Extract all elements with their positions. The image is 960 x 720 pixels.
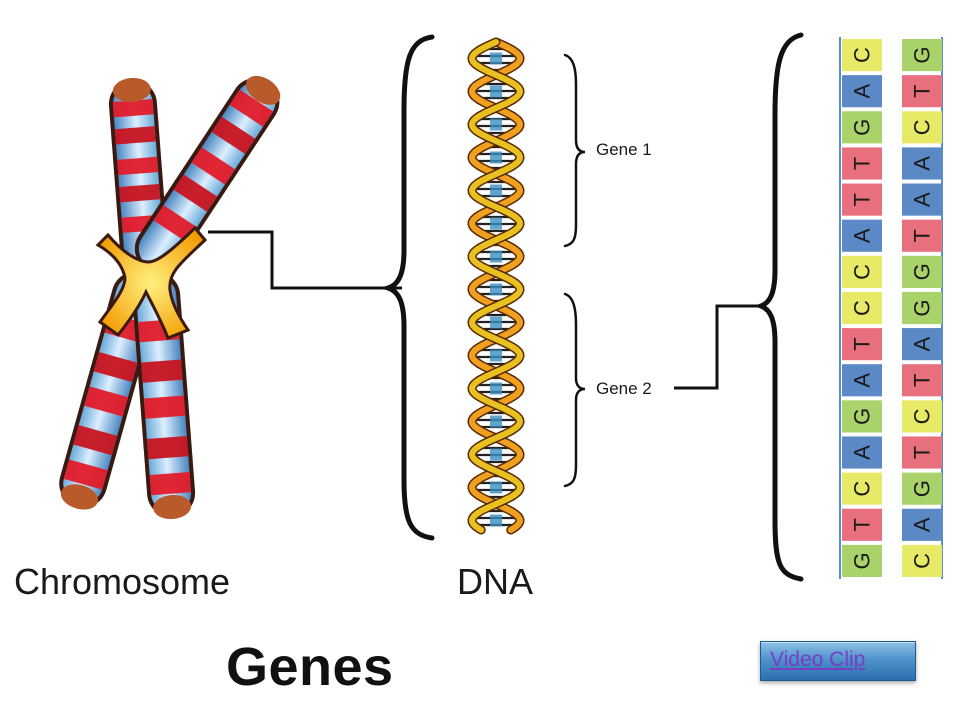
dna-strand-2 bbox=[468, 39, 524, 533]
base-right-5: A bbox=[902, 183, 942, 216]
base-right-6: T bbox=[902, 219, 942, 252]
base-left-1: C bbox=[842, 39, 882, 72]
base-right-14: A bbox=[902, 508, 942, 541]
chromosome-arm-upper-right bbox=[134, 75, 281, 273]
base-right-letter: T bbox=[910, 229, 935, 242]
dna-helix bbox=[467, 37, 525, 535]
base-right-letter: G bbox=[910, 47, 935, 64]
base-right-7: G bbox=[902, 255, 942, 288]
gene2-brace bbox=[563, 292, 586, 488]
chromosome-label: Chromosome bbox=[14, 561, 231, 602]
base-right-letter: C bbox=[910, 119, 935, 135]
base-left-8: C bbox=[842, 291, 882, 325]
base-right-2: T bbox=[902, 75, 942, 108]
base-right-letter: G bbox=[910, 480, 935, 497]
base-right-12: T bbox=[902, 436, 942, 469]
base-right-15: C bbox=[902, 544, 942, 577]
base-right-letter: A bbox=[910, 156, 935, 171]
centromere bbox=[95, 225, 208, 340]
base-left-13: C bbox=[842, 472, 882, 505]
base-left-letter: C bbox=[850, 264, 875, 280]
chromosome-illustration bbox=[59, 75, 281, 520]
base-right-letter: A bbox=[910, 192, 935, 207]
base-right-13: G bbox=[902, 472, 942, 505]
page-title: Genes bbox=[226, 637, 394, 697]
base-left-letter: C bbox=[850, 300, 875, 316]
base-left-letter: T bbox=[850, 157, 875, 170]
dna-brace bbox=[379, 34, 435, 541]
base-right-11: C bbox=[902, 400, 942, 433]
base-right-letter: C bbox=[910, 553, 935, 569]
base-left-14: T bbox=[842, 508, 882, 541]
base-left-4: T bbox=[842, 147, 882, 180]
base-left-5: T bbox=[842, 183, 882, 216]
base-left-12: A bbox=[842, 436, 882, 469]
base-right-8: G bbox=[902, 291, 942, 325]
base-left-letter: C bbox=[850, 47, 875, 63]
base-right-letter: T bbox=[910, 446, 935, 459]
base-sequence: C G A T G C T A T A A T C G C G T A A T G C A T C G T A G C bbox=[839, 37, 943, 579]
base-right-letter: G bbox=[910, 263, 935, 280]
base-left-letter: A bbox=[850, 84, 875, 99]
base-right-letter: T bbox=[910, 374, 935, 387]
base-left-3: G bbox=[842, 111, 882, 144]
dna-label: DNA bbox=[457, 561, 534, 602]
base-left-letter: T bbox=[850, 518, 875, 531]
gene1-brace bbox=[563, 53, 586, 248]
base-left-letter: A bbox=[850, 228, 875, 243]
base-left-letter: G bbox=[850, 408, 875, 425]
base-right-4: A bbox=[902, 147, 942, 180]
base-right-letter: T bbox=[910, 84, 935, 97]
base-right-letter: A bbox=[910, 517, 935, 532]
base-left-letter: A bbox=[850, 445, 875, 460]
base-left-letter: A bbox=[850, 373, 875, 388]
video-clip-button[interactable]: Video Clip bbox=[760, 641, 916, 681]
base-right-1: G bbox=[902, 39, 942, 72]
base-left-letter: T bbox=[850, 337, 875, 350]
dna-strand-1 bbox=[468, 39, 524, 533]
gene2-label: Gene 2 bbox=[596, 379, 652, 398]
base-left-10: A bbox=[842, 364, 882, 397]
base-right-3: C bbox=[902, 111, 942, 144]
base-right-10: T bbox=[902, 364, 942, 397]
base-right-letter: C bbox=[910, 408, 935, 424]
sequence-brace bbox=[753, 32, 804, 582]
gene2-sequence-connector bbox=[674, 304, 765, 390]
base-left-7: C bbox=[842, 255, 882, 288]
base-right-9: A bbox=[902, 328, 942, 361]
base-left-15: G bbox=[842, 544, 882, 577]
gene1-label: Gene 1 bbox=[596, 140, 652, 159]
base-left-letter: G bbox=[850, 552, 875, 569]
base-left-letter: G bbox=[850, 119, 875, 136]
base-left-9: T bbox=[842, 328, 882, 361]
base-left-6: A bbox=[842, 219, 882, 252]
base-left-letter: T bbox=[850, 193, 875, 206]
base-left-2: A bbox=[842, 75, 882, 108]
base-right-letter: A bbox=[910, 336, 935, 351]
base-left-11: G bbox=[842, 400, 882, 433]
base-left-letter: C bbox=[850, 481, 875, 497]
chromosome-dna-connector bbox=[208, 230, 402, 290]
base-right-letter: G bbox=[910, 299, 935, 316]
